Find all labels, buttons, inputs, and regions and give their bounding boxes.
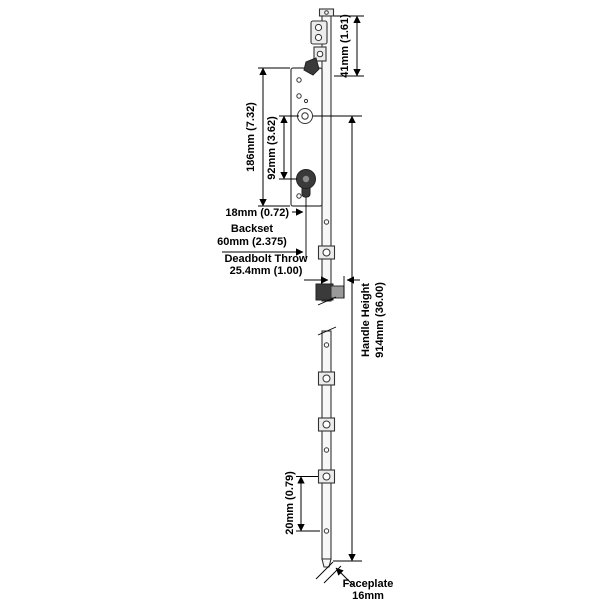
dimension-backset: Backset 60mm (2.375) bbox=[217, 223, 304, 256]
backset-label: Backset bbox=[231, 223, 274, 235]
dimension-faceplate: Faceplate 16mm bbox=[315, 561, 394, 602]
case-screw-mid bbox=[296, 93, 302, 99]
leader-arrow bbox=[335, 567, 354, 586]
faceplate-label: Faceplate bbox=[343, 578, 394, 590]
top-cap-screw-hole bbox=[324, 10, 329, 15]
roller-top bbox=[314, 23, 323, 32]
handle-height-label: Handle Height bbox=[360, 283, 372, 357]
strip-screw-hole bbox=[323, 342, 330, 348]
dimension-92mm: 92mm (3.62) bbox=[266, 115, 299, 180]
deadbolt-throw-value: 25.4mm (1.00) bbox=[230, 265, 303, 277]
dim-92mm-label: 92mm (3.62) bbox=[266, 116, 278, 180]
mid-cam-hub-hole bbox=[322, 248, 331, 257]
dimension-186mm: 186mm (7.32) bbox=[245, 67, 290, 207]
faceplate-slash-mark bbox=[315, 561, 334, 580]
dimension-20mm: 20mm (0.79) bbox=[284, 471, 320, 535]
dimension-41mm: 41mm (1.61) bbox=[334, 14, 364, 78]
dim-186mm-label: 186mm (7.32) bbox=[245, 102, 257, 172]
euro-cylinder-plug bbox=[302, 175, 310, 183]
lower-cam-hub-hole bbox=[322, 420, 331, 429]
dimension-18mm: 18mm (0.72) bbox=[225, 197, 307, 258]
faceplate-strip-lower bbox=[321, 330, 332, 560]
dim-18mm-label: 18mm (0.72) bbox=[225, 207, 289, 219]
dim-41mm-label: 41mm (1.61) bbox=[339, 14, 351, 78]
deadbolt-throw-label: Deadbolt Throw bbox=[224, 253, 308, 265]
dimension-deadbolt-throw: Deadbolt Throw 25.4mm (1.00) bbox=[224, 253, 360, 298]
break-mark-lower bbox=[317, 326, 337, 336]
deadbolt-housing bbox=[315, 283, 334, 301]
lower-cam-hub-hole bbox=[322, 374, 331, 383]
case-screw-top bbox=[296, 77, 302, 83]
case-screw-bottom bbox=[296, 193, 302, 199]
handle-height-value: 914mm (36.00) bbox=[374, 282, 386, 358]
strip-screw-hole bbox=[323, 447, 330, 453]
lower-cam-hub-hole bbox=[322, 472, 331, 481]
lock-assembly bbox=[290, 8, 345, 568]
hook-latch bbox=[303, 57, 320, 76]
strip-screw-hole bbox=[323, 528, 330, 534]
cam-hole bbox=[316, 50, 324, 58]
roller-bottom bbox=[314, 33, 323, 42]
faceplate-value: 16mm bbox=[352, 590, 384, 600]
deadbolt-bolt bbox=[330, 285, 345, 299]
strip-screw-hole bbox=[323, 219, 330, 225]
break-mark-upper bbox=[317, 296, 337, 306]
backset-value: 60mm (2.375) bbox=[217, 236, 287, 248]
case-screw-small bbox=[303, 98, 309, 104]
faceplate-tip bbox=[321, 558, 332, 568]
dim-20mm-label: 20mm (0.79) bbox=[284, 471, 296, 535]
dimension-handle-height: Handle Height 914mm (36.00) bbox=[313, 115, 386, 562]
spindle-hub-inner bbox=[301, 112, 309, 120]
